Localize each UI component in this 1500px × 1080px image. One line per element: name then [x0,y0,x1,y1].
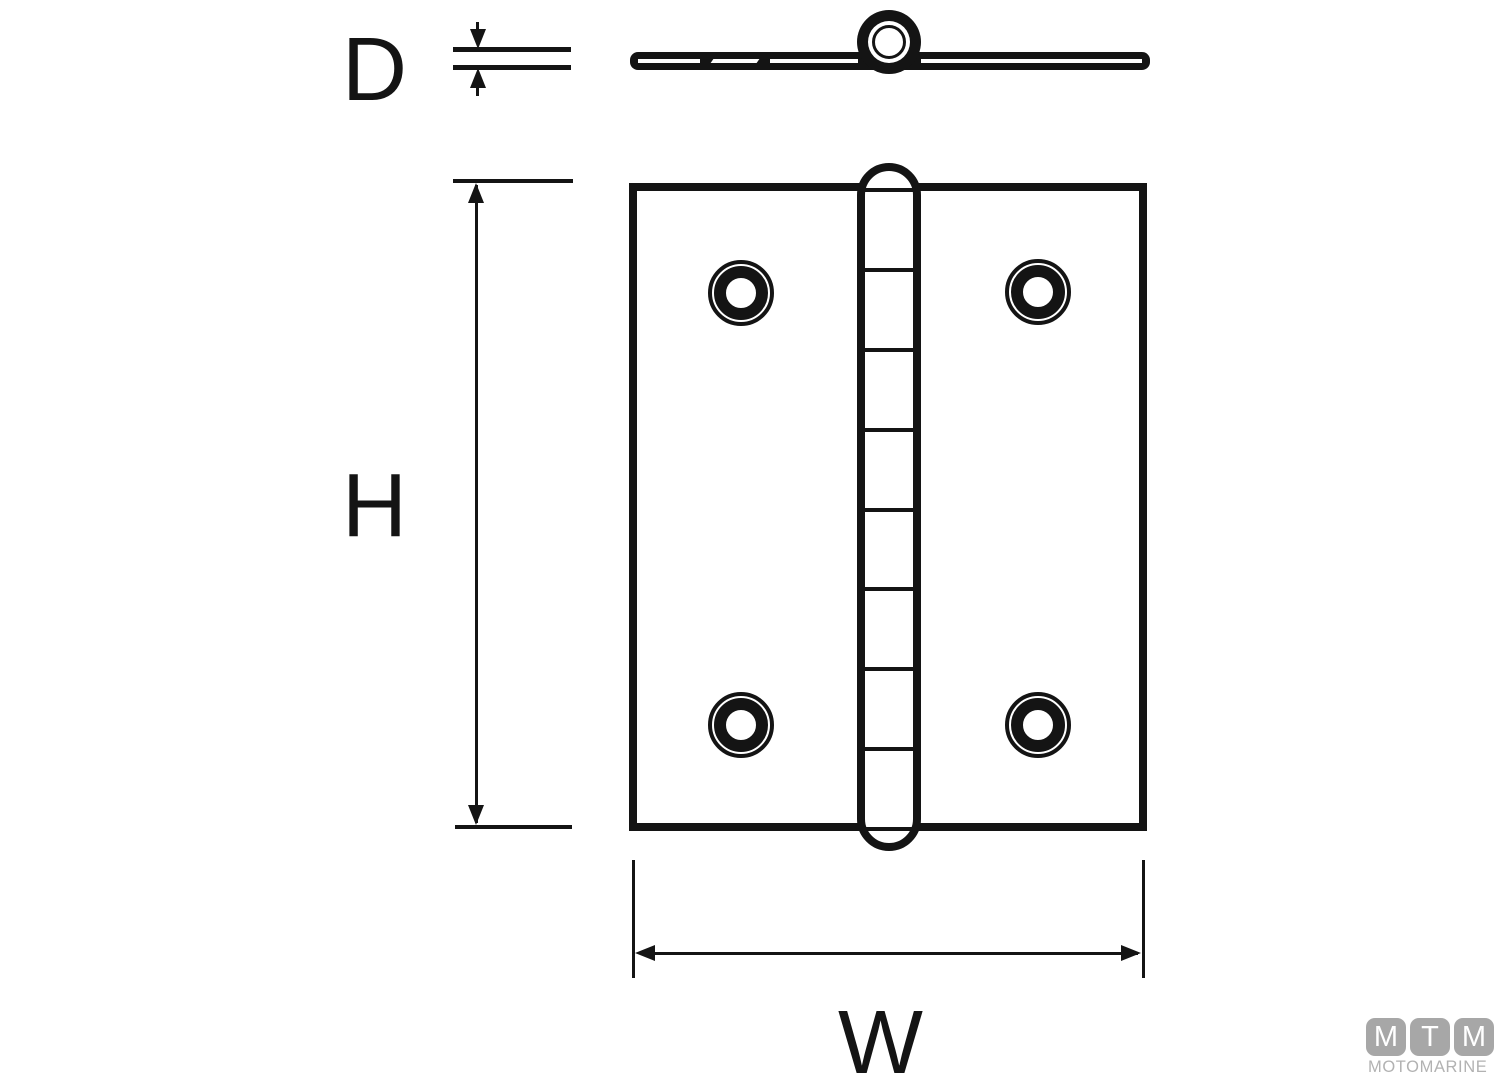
hinge-barrel [857,163,921,851]
height-dimension-line [475,185,478,823]
screw-hole-ring [714,266,768,320]
logo-block-m1: M [1366,1018,1406,1056]
knuckle-divider-line [865,667,913,671]
knuckle-divider-line [865,188,913,192]
height-dimension-label: H [342,456,407,556]
depth-arrow-stem-bottom [476,86,479,96]
screw-hole-top-left [708,260,774,326]
screw-hole-ring [1011,265,1065,319]
width-dimension-label: W [838,993,923,1080]
depth-dimension-label: D [342,20,407,120]
knuckle-divider-line [865,747,913,751]
height-extension-line-bottom [455,825,572,829]
hinge-pin-knuckle-icon [857,10,921,74]
screw-hole-top-right [1005,259,1071,325]
knuckle-divider-line [865,348,913,352]
arrow-down-icon [470,29,486,49]
depth-extension-line-top [453,47,571,52]
depth-arrow-stem-top [476,22,479,32]
knuckle-divider-line [865,587,913,591]
knuckle-divider-line [865,508,913,512]
knuckle-ring [868,21,910,63]
logo-block-t: T [1410,1018,1450,1056]
screw-hole-ring [1011,698,1065,752]
width-extension-line-left [632,860,635,978]
screw-hole-ring [714,698,768,752]
knuckle-divider-line [865,827,913,831]
pin-circle [872,25,906,59]
height-extension-line-top [453,179,573,183]
side-view-split-line-segment [770,59,858,63]
arrow-down-icon [468,805,484,825]
side-view-split-line-segment [921,59,1142,63]
mtm-motomarine-logo: M T M MOTOMARINE [1366,1018,1498,1077]
depth-extension-line-bottom [453,65,571,70]
logo-letter-blocks: M T M [1366,1018,1498,1056]
screw-hole-bottom-right [1005,692,1071,758]
side-view-split-line-segment [710,59,760,63]
arrow-up-icon [470,68,486,88]
logo-block-m2: M [1454,1018,1494,1056]
logo-subtitle: MOTOMARINE [1368,1058,1488,1076]
arrow-left-icon [635,945,655,961]
arrow-up-icon [468,183,484,203]
knuckle-divider-line [865,268,913,272]
arrow-right-icon [1121,945,1141,961]
knuckle-divider-line [865,428,913,432]
width-dimension-line [640,952,1138,955]
screw-hole-bottom-left [708,692,774,758]
width-extension-line-right [1142,860,1145,978]
side-view-split-line-segment [638,59,700,63]
